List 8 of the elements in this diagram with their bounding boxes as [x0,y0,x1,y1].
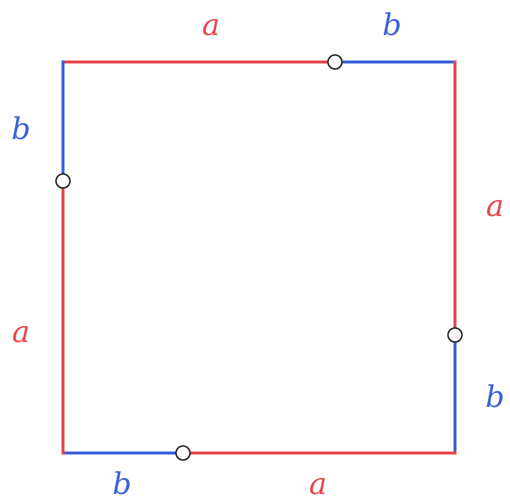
side-length-label: a [486,191,504,223]
side-length-label: b [382,10,402,42]
side-length-label: b [112,469,132,501]
side-length-label: b [11,114,31,146]
side-length-label: a [202,10,220,42]
side-length-label: b [485,382,505,414]
side-length-label: a [309,469,327,501]
side-length-label: a [12,317,30,349]
